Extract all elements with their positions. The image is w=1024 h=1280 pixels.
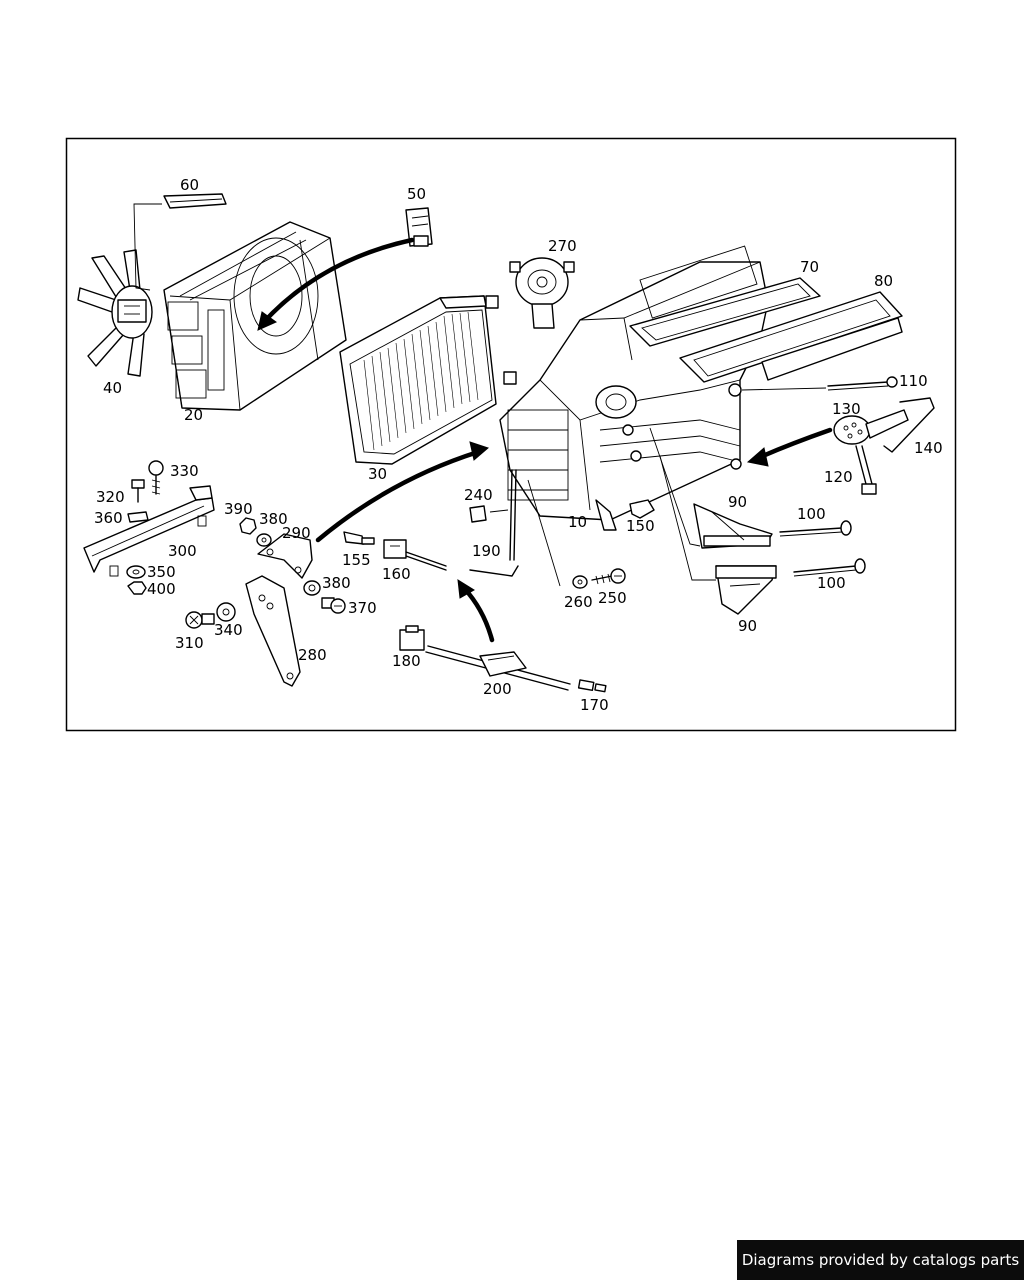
connector-part-180 <box>399 625 425 651</box>
lever-part-130 <box>833 409 909 445</box>
label-290: 290 <box>282 524 311 542</box>
label-100-lower: 100 <box>817 574 846 592</box>
label-40: 40 <box>103 379 122 397</box>
clip-part-60 <box>163 193 227 209</box>
label-180: 180 <box>392 652 421 670</box>
label-90-upper: 90 <box>728 493 747 511</box>
label-340: 340 <box>214 621 243 639</box>
resistor-part-50 <box>405 207 433 247</box>
label-60: 60 <box>180 176 199 194</box>
leader-line <box>489 509 509 513</box>
arrow-head-icon <box>257 311 278 331</box>
label-140: 140 <box>914 439 943 457</box>
label-110: 110 <box>899 372 928 390</box>
fan-wheel-part <box>77 203 162 377</box>
link-part-140 <box>883 397 935 453</box>
label-370: 370 <box>348 599 377 617</box>
seal-part-70 <box>629 277 821 347</box>
link-line <box>659 455 716 581</box>
rod-part-110 <box>741 376 898 391</box>
label-20: 20 <box>184 406 203 424</box>
arrow-290-to-10 <box>315 449 481 543</box>
washer-part-340 <box>216 602 236 622</box>
heater-core-part <box>339 295 517 465</box>
label-320: 320 <box>96 488 125 506</box>
label-300: 300 <box>168 542 197 560</box>
label-150: 150 <box>626 517 655 535</box>
label-390: 390 <box>224 500 253 518</box>
link-line <box>649 427 701 547</box>
label-360: 360 <box>94 509 123 527</box>
label-30: 30 <box>368 465 387 483</box>
leader-line <box>527 479 561 587</box>
bracket-part-290 <box>257 533 313 579</box>
label-250: 250 <box>598 589 627 607</box>
tube-part-190 <box>469 469 519 577</box>
nut-part-360 <box>127 511 149 523</box>
clip-part-240 <box>469 505 487 523</box>
label-10: 10 <box>568 513 587 531</box>
label-240: 240 <box>464 486 493 504</box>
label-330: 330 <box>170 462 199 480</box>
label-155: 155 <box>342 551 371 569</box>
flap-part-90-lower <box>715 565 777 615</box>
label-90-lower: 90 <box>738 617 757 635</box>
callout-labels: 10 20 30 40 50 60 70 80 90 90 100 100 11… <box>94 176 943 714</box>
flap-part-90-upper <box>693 503 773 549</box>
label-190: 190 <box>472 542 501 560</box>
label-170: 170 <box>580 696 609 714</box>
label-200: 200 <box>483 680 512 698</box>
arrow-head-icon <box>469 441 489 461</box>
label-70: 70 <box>800 258 819 276</box>
label-270: 270 <box>548 237 577 255</box>
arrow-head-icon <box>746 447 769 467</box>
label-380-upper: 380 <box>259 510 288 528</box>
pin-part-120 <box>855 445 877 495</box>
screw-part-330 <box>148 460 164 495</box>
plug-part-160 <box>383 539 447 571</box>
label-130: 130 <box>832 400 861 418</box>
nut-part-390 <box>239 517 257 535</box>
label-120: 120 <box>824 468 853 486</box>
label-260: 260 <box>564 593 593 611</box>
motor-part-270 <box>509 257 575 329</box>
arrow-50-to-20 <box>259 237 415 327</box>
washer-part-350 <box>126 565 146 579</box>
blower-housing-part <box>163 221 347 411</box>
harness-part-200 <box>425 645 571 691</box>
label-280: 280 <box>298 646 327 664</box>
arrow-head-icon <box>457 579 475 599</box>
terminal-part-155 <box>343 531 375 545</box>
label-310: 310 <box>175 634 204 652</box>
screw-part-100-lower <box>793 558 866 577</box>
watermark-badge: Diagrams provided by catalogs parts <box>737 1240 1024 1280</box>
label-380-lower: 380 <box>322 574 351 592</box>
label-400: 400 <box>147 580 176 598</box>
clip-part-150 <box>629 499 655 519</box>
label-160: 160 <box>382 565 411 583</box>
label-350: 350 <box>147 563 176 581</box>
washer-part-380-upper <box>256 533 272 547</box>
nut-part-400 <box>127 581 147 595</box>
screw-part-100-upper <box>779 520 852 537</box>
screw-part-250 <box>591 568 626 585</box>
label-80: 80 <box>874 272 893 290</box>
screw-part-370 <box>321 597 346 614</box>
bracket-part-280 <box>245 575 301 687</box>
screw-part-320 <box>131 479 145 503</box>
grommet-part <box>728 383 742 397</box>
washer-part-380-lower <box>303 580 321 596</box>
label-50: 50 <box>407 185 426 203</box>
washer-part-260 <box>572 575 588 589</box>
label-100-upper: 100 <box>797 505 826 523</box>
seal-part-80 <box>679 291 903 383</box>
terminal-part-170 <box>577 679 607 693</box>
bracket-part-300 <box>83 485 215 577</box>
screw-part-310 <box>185 611 215 629</box>
